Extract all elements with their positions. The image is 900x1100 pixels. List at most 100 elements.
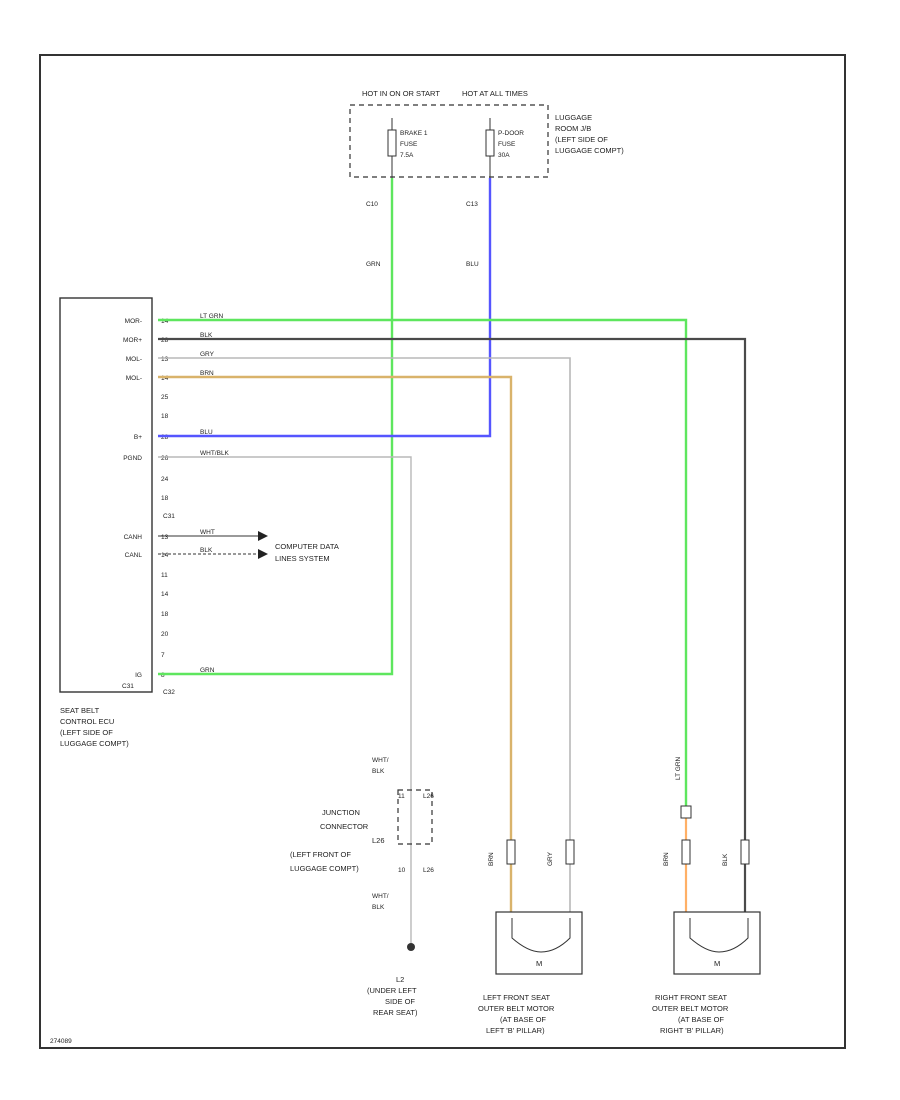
fuse2-amp: 30A: [498, 152, 510, 159]
ecu-pin-number: 14: [161, 552, 169, 559]
wires: COMPUTER DATA LINES SYSTEM: [158, 178, 747, 951]
fuse1-amp: 7.5A: [400, 152, 414, 159]
ecu-pin-label: PGND: [123, 455, 142, 462]
left-motor-wire2: GRY: [547, 851, 554, 866]
left-motor-box: [495, 911, 583, 975]
junction-name-5: LUGGAGE COMPT): [290, 864, 359, 873]
wire-grn-ig: [158, 178, 394, 676]
junction-name-4: (LEFT FRONT OF: [290, 850, 351, 859]
left-motor-connector-1: [506, 839, 516, 865]
junction-pin-bottom: L26: [423, 867, 434, 874]
ecu-name-2: CONTROL ECU: [60, 717, 114, 726]
ecu-pin-wire-color: GRY: [200, 351, 215, 358]
ecu-pin-number: 7: [161, 652, 165, 659]
junction-outline: [397, 789, 433, 845]
ecu-pin-number: 26: [161, 455, 169, 462]
right-motor-connector-2: [740, 839, 750, 865]
ecu-pin-number: 18: [161, 611, 169, 618]
fuse-box-outline: [349, 104, 549, 178]
ecu-pin-wire-color: BLK: [200, 332, 213, 339]
ecu-pin-number: 18: [161, 413, 169, 420]
ecu-pin-wire-color: BLU: [200, 429, 213, 436]
ecu-pin-wire-color: BLK: [200, 547, 213, 554]
ecu-pin-number: 11: [161, 572, 168, 579]
ecu-conn-bottom: C32: [163, 689, 175, 696]
ground-name-1: L2: [396, 975, 404, 984]
right-motor-box: [673, 911, 761, 975]
feed-right-color: BLU: [466, 261, 479, 268]
hot-all-label: HOT AT ALL TIMES: [462, 89, 528, 98]
ecu-pin-wire-color: GRN: [200, 667, 215, 674]
fuse1-icon: [387, 129, 397, 157]
hot-on-label: HOT IN ON OR START: [362, 89, 440, 98]
can-label-1: COMPUTER DATA: [275, 542, 339, 551]
ecu-pin-number: 14: [161, 375, 169, 382]
junction-pin-top: L26: [423, 793, 434, 800]
fuse2-word: FUSE: [498, 141, 516, 148]
ecu-conn-bottom-inner: C31: [122, 683, 134, 690]
junction-top-wire-1: WHT/: [372, 757, 389, 764]
ecu-pin-number: 14: [161, 591, 169, 598]
left-motor-wire1: BRN: [488, 852, 495, 866]
left-motor-connector-2: [565, 839, 575, 865]
ground-name-3: SIDE OF: [385, 997, 415, 1006]
ecu-pin-number: 14: [161, 318, 169, 325]
fuse-box: HOT IN ON OR START HOT AT ALL TIMES BRAK…: [349, 89, 624, 268]
left-motor: BRN GRY M LEFT FRONT SEAT OUTER BELT MOT…: [478, 839, 583, 1035]
ecu-pin-number: 18: [161, 495, 169, 502]
fuse2-name: P-DOOR: [498, 130, 524, 137]
junction-pin-bottom-num: 10: [398, 867, 406, 874]
ecu-pin-wire-color: WHT/BLK: [200, 450, 230, 457]
ecu-name-1: SEAT BELT: [60, 706, 100, 715]
junction-bottom-wire-2: BLK: [372, 904, 385, 911]
junction-name-1: JUNCTION: [322, 808, 360, 817]
ecu-name-3: (LEFT SIDE OF: [60, 728, 113, 737]
ecu-pin-number: 13: [161, 356, 169, 363]
right-motor-connector-top: [680, 805, 692, 819]
fuse1-word: FUSE: [400, 141, 418, 148]
ecu-pin-number: 20: [161, 631, 169, 638]
right-motor-name-1: RIGHT FRONT SEAT: [655, 993, 728, 1002]
ecu-box: [59, 297, 153, 693]
ecu-pin-number: 25: [161, 394, 169, 401]
wire-gry-mol: [158, 357, 571, 912]
feed-left-color: GRN: [366, 261, 381, 268]
ecu-pin-number: 24: [161, 476, 169, 483]
junction-top-wire-2: BLK: [372, 768, 385, 775]
left-motor-coil: [511, 918, 571, 953]
ecu-pin-wire-color: WHT: [200, 529, 215, 536]
fuse-conn-left: C10: [366, 201, 378, 208]
fuse-box-location-3: (LEFT SIDE OF: [555, 135, 608, 144]
right-motor-symbol: M: [714, 959, 720, 968]
right-motor-name-3: (AT BASE OF: [678, 1015, 724, 1024]
can-label-2: LINES SYSTEM: [275, 554, 330, 563]
fuse-box-location-1: LUGGAGE: [555, 113, 592, 122]
right-motor-coil: [689, 918, 749, 953]
junction-name-2: CONNECTOR: [320, 822, 369, 831]
ecu-conn-top: C31: [163, 513, 175, 520]
right-motor-connector-1: [681, 839, 691, 865]
fuse1-name: BRAKE 1: [400, 130, 428, 137]
ecu-pin-label: MOL-: [126, 375, 142, 382]
ecu-name-4: LUGGAGE COMPT): [60, 739, 129, 748]
right-motor: LT GRN BRN BLK M RIGHT FRONT SEAT OUTER …: [652, 756, 761, 1035]
fuse-box-location-4: LUGGAGE COMPT): [555, 146, 624, 155]
junction-pin-top-num: 11: [398, 793, 405, 800]
wire-whtblk-pgnd: [158, 456, 412, 946]
left-motor-name-2: OUTER BELT MOTOR: [478, 1004, 555, 1013]
junction-connector: WHT/ BLK 11 L26 10 L26 JUNCTION CONNECTO…: [290, 757, 434, 911]
ground-point: [407, 943, 415, 951]
ground-name-4: REAR SEAT): [373, 1008, 418, 1017]
ecu-pin-number: 8: [161, 672, 165, 679]
ecu-pin-number: 28: [161, 337, 169, 344]
right-motor-wire1: BRN: [663, 852, 670, 866]
wire-blk-morplus: [158, 337, 747, 912]
left-motor-name-3: (AT BASE OF: [500, 1015, 546, 1024]
fuse-conn-right: C13: [466, 201, 478, 208]
wire-blu-bplus: [158, 178, 492, 438]
ground-name-2: (UNDER LEFT: [367, 986, 417, 995]
ecu-pin-wire-color: BRN: [200, 370, 214, 377]
